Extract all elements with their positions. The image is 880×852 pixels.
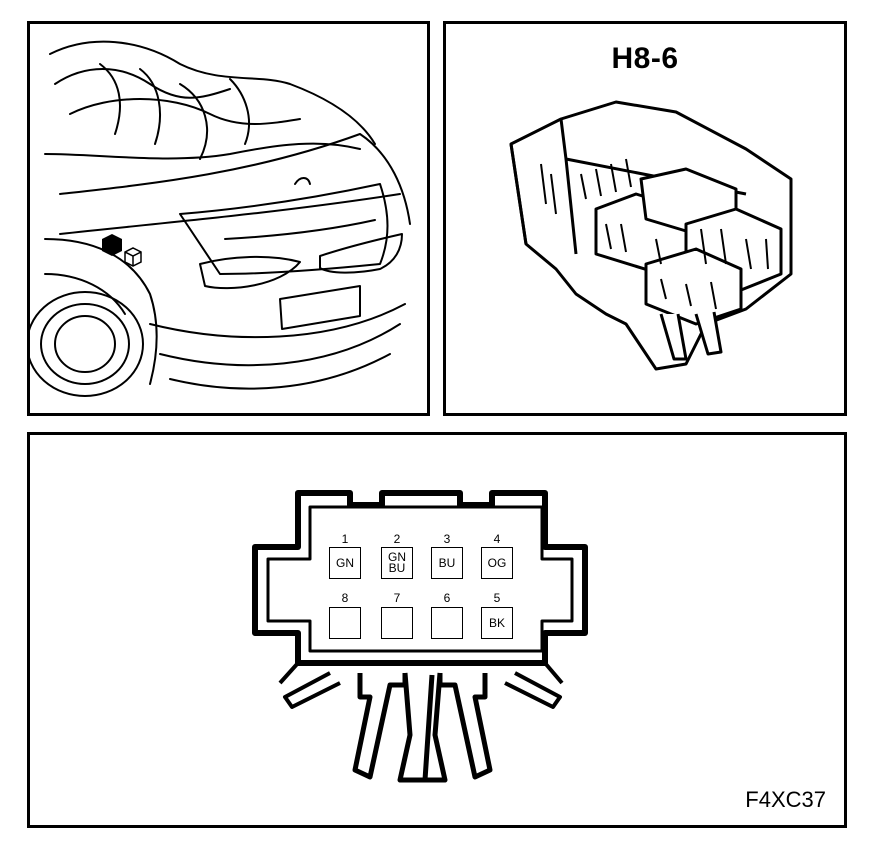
pin-number: 6 <box>443 591 451 605</box>
pin-cavity-5: BK <box>481 607 513 639</box>
pin-cavity-8 <box>329 607 361 639</box>
pin-cavity-2: GN BU <box>381 547 413 579</box>
connector-face-outline <box>252 490 588 783</box>
pin-wire-color: BU <box>438 555 456 570</box>
pin-number: 7 <box>393 591 401 605</box>
pin-wire-color: OG <box>487 555 507 570</box>
pin-wire-color: GN BU <box>388 550 406 575</box>
pin-number: 5 <box>493 591 501 605</box>
pin-number: 2 <box>393 532 401 546</box>
pin-number: 1 <box>341 532 349 546</box>
pin-cavity-3: BU <box>431 547 463 579</box>
pin-wire-color: BK <box>488 615 505 630</box>
pin-cavity-1: GN <box>329 547 361 579</box>
vehicle-location-panel <box>27 21 430 416</box>
vehicle-rear-illustration <box>30 40 411 397</box>
pin-number: 3 <box>443 532 451 546</box>
pinout-panel: 1 2 3 4 GN GN BU BU OG 8 7 6 5 BK F4XC37 <box>27 432 847 828</box>
pin-cavity-4: OG <box>481 547 513 579</box>
connector-view-panel: H8-6 <box>443 21 847 416</box>
pin-number: 4 <box>493 532 501 546</box>
connector-3d-illustration <box>509 100 793 371</box>
pin-cavity-7 <box>381 607 413 639</box>
connector-title: H8-6 <box>611 42 679 75</box>
pin-wire-color: GN <box>336 555 354 570</box>
connector-location-marker <box>102 234 122 256</box>
pin-cavity-6 <box>431 607 463 639</box>
figure-id: F4XC37 <box>745 787 826 812</box>
pin-number: 8 <box>341 591 349 605</box>
